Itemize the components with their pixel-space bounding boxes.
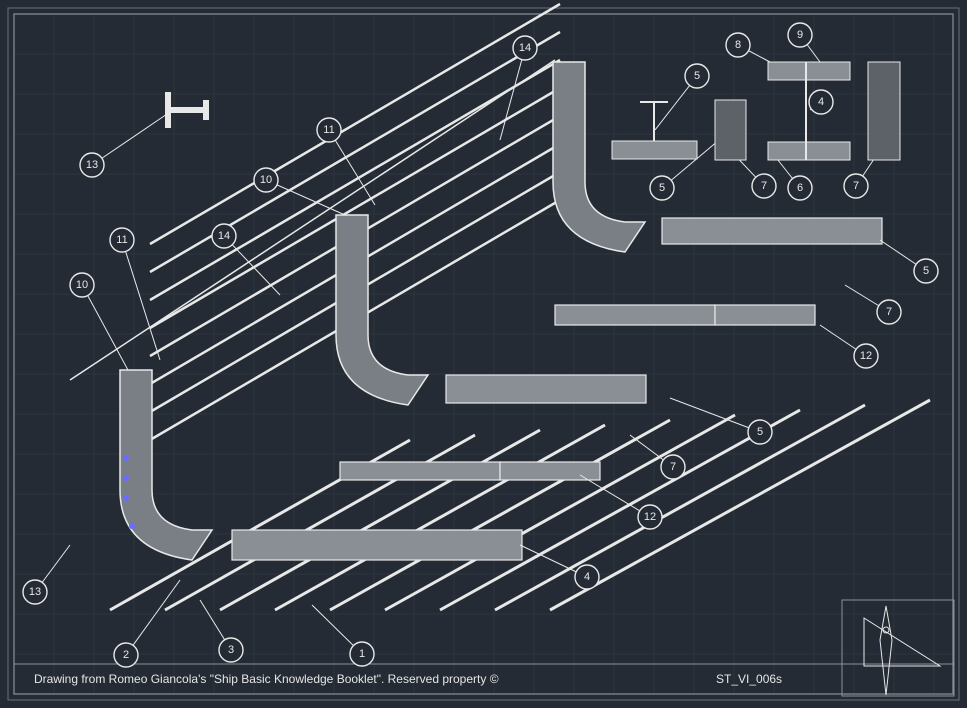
- balloon-label: 3: [228, 644, 234, 656]
- callout-balloon: 9: [787, 22, 813, 48]
- balloon-label: 10: [76, 279, 88, 291]
- compass-logo: [841, 599, 955, 697]
- bottom-longitudinal: [494, 403, 866, 612]
- floor-plate: [499, 461, 601, 481]
- floor-plate: [554, 304, 716, 326]
- callout-balloon: 12: [637, 504, 663, 530]
- hull-structure: [119, 61, 883, 561]
- balloon-label: 13: [29, 586, 41, 598]
- side-longitudinal: [149, 58, 561, 302]
- weld-marker: [123, 495, 129, 501]
- leader-line: [669, 397, 761, 433]
- leader-line: [91, 111, 171, 166]
- callout-balloon: 4: [574, 564, 600, 590]
- balloon-label: 4: [818, 96, 824, 108]
- floor-plate: [231, 529, 523, 561]
- callout-balloon: 7: [876, 299, 902, 325]
- balloon-label: 11: [323, 124, 334, 136]
- leader-line: [265, 179, 346, 216]
- drawing-border: [13, 13, 954, 695]
- section-details: [165, 61, 901, 161]
- leader-line: [125, 579, 181, 656]
- balloon-label: 5: [923, 265, 929, 277]
- callout-balloon: 13: [79, 152, 105, 178]
- bottom-longitudinal: [219, 428, 541, 612]
- floor-plate: [661, 217, 883, 245]
- balloon-label: 5: [659, 182, 665, 194]
- balloon-label: 11: [116, 234, 127, 246]
- callout-balloon: 1: [349, 641, 375, 667]
- floor-plate: [339, 461, 501, 481]
- side-frame: [119, 369, 214, 561]
- balloon-label: 12: [860, 350, 872, 362]
- callout-balloon: 10: [69, 272, 95, 298]
- leader-line: [121, 239, 161, 361]
- balloon-label: 7: [886, 306, 892, 318]
- balloon-label: 1: [359, 648, 365, 660]
- weld-marker: [123, 475, 129, 481]
- callout-balloon: 7: [843, 173, 869, 199]
- drawing-code: ST_VI_006s: [716, 672, 783, 686]
- balloon-label: 8: [735, 39, 741, 51]
- bottom-longitudinal: [384, 413, 736, 612]
- balloon-label: 13: [86, 159, 98, 171]
- callout-balloon: 2: [113, 642, 139, 668]
- balloon-label: 4: [584, 571, 590, 583]
- balloon-label: 14: [218, 230, 230, 242]
- bottom-longitudinal: [439, 408, 801, 612]
- side-frame: [552, 61, 647, 253]
- balloon-label: 9: [797, 29, 803, 41]
- callout-balloon: 11: [316, 117, 342, 143]
- floor-plate: [714, 304, 816, 326]
- callout-balloon: 3: [218, 637, 244, 663]
- leader-line: [579, 474, 651, 518]
- balloon-label: 7: [670, 461, 676, 473]
- callout-balloon: 8: [725, 32, 751, 58]
- balloon-label: 7: [853, 180, 859, 192]
- weld-marker: [123, 455, 129, 461]
- side-longitudinal: [149, 86, 561, 330]
- callout-balloon: 5: [649, 175, 675, 201]
- callout-balloon: 7: [660, 454, 686, 480]
- callout-balloon: 13: [22, 579, 48, 605]
- balloon-label: 7: [761, 180, 767, 192]
- callout-balloon: 12: [853, 343, 879, 369]
- bottom-longitudinal: [274, 423, 606, 612]
- callout-balloon: 14: [512, 35, 538, 61]
- deck-edge: [69, 59, 556, 381]
- balloon-label: 10: [260, 174, 272, 186]
- bottom-longitudinal: [329, 418, 671, 612]
- bottom-longitudinal: [549, 398, 931, 612]
- drawing-caption: Drawing from Romeo Giancola's "Ship Basi…: [34, 672, 499, 686]
- callout-balloon: 5: [684, 63, 710, 89]
- callout-balloon: 10: [253, 167, 279, 193]
- balloon-label: 6: [797, 182, 803, 194]
- callout-balloon: 5: [913, 258, 939, 284]
- floor-plate: [445, 374, 647, 404]
- leader-line: [328, 129, 376, 206]
- side-frame: [335, 214, 430, 406]
- outer-border: [7, 7, 960, 701]
- tee-section-icon: [165, 92, 209, 128]
- leader-line: [223, 235, 281, 296]
- side-longitudinal: [149, 2, 561, 246]
- leader-line: [81, 284, 129, 371]
- callout-balloon: 5: [747, 419, 773, 445]
- leader-line: [499, 47, 526, 141]
- callout-balloon: 4: [808, 89, 834, 115]
- balloon-label: 5: [757, 426, 763, 438]
- callout-balloon: 14: [211, 223, 237, 249]
- balloon-label: 5: [694, 70, 700, 82]
- balloon-label: 14: [519, 42, 531, 54]
- callout-balloon: 7: [751, 173, 777, 199]
- balloon-label: 12: [644, 511, 656, 523]
- callout-balloon: 11: [109, 227, 135, 253]
- balloon-label: 2: [123, 649, 129, 661]
- callout-balloon: 6: [787, 175, 813, 201]
- weld-marker: [129, 523, 135, 529]
